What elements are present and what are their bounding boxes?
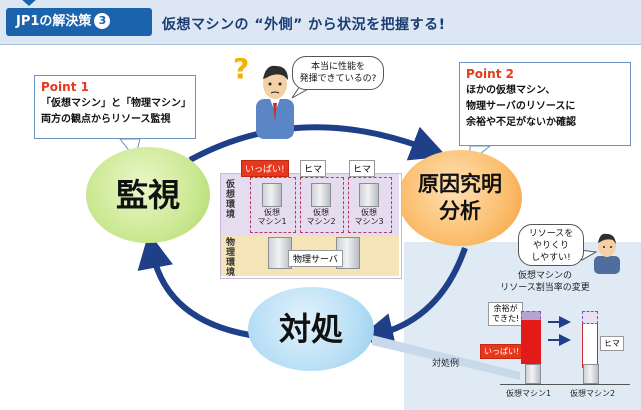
vm2-status-tag: ヒマ [300,160,327,177]
page-title: 仮想マシンの “外側” から状況を把握する! [162,17,446,33]
vm2-caption: 仮想 マシン2 [300,208,342,226]
hima-tag: ヒマ [600,336,624,351]
cause-line1: 原因究明 [418,172,502,196]
vm1-server-icon [262,183,282,207]
resize-title: 仮想マシンの リソース割当率の変更 [480,270,610,294]
physical-label-char: 理 [226,248,236,258]
point2-title: Point 2 [466,67,514,81]
vm2-caption-line1: 仮想 [313,208,329,217]
virtual-label-char: 仮 [226,180,236,190]
vm3-caption-line2: マシン3 [354,217,384,226]
point2-line3: 余裕や不足がないか確認 [466,117,576,128]
vm1-box [250,177,296,233]
yoyu-tag: 余裕が できた! [488,302,524,326]
bubble-right-line2: やりくり [532,241,569,251]
virtual-label-char: 境 [226,210,236,220]
vm1-caption: 仮想 マシン1 [250,208,294,226]
vm1-status-tag: いっぱい! [241,160,289,177]
person-icon [256,65,294,139]
header-notch [20,0,38,6]
bubble-right-line3: しやすい! [531,253,571,263]
badge-text: JP1の解決策 [16,14,92,29]
point1-line2: 両方の観点からリソース監視 [41,114,171,125]
cause-analysis-circle: 原因究明 分析 [398,150,522,246]
action-circle: 対処 [248,287,374,371]
point1-line1: 「仮想マシン」と「物理マシン」 [41,98,191,109]
point2-box: Point 2 ほかの仮想マシン、 物理サーバのリソースに 余裕や不足がないか確… [459,62,631,146]
bubble-right-line1: リソースを [528,229,574,239]
physical-label-char: 環 [226,258,236,268]
badge-number: 3 [94,13,111,29]
vm1-caption-line2: マシン1 [257,217,287,226]
physical-env-label: 物 理 環 境 [226,238,235,278]
vm1-small-server-icon [525,364,541,384]
virtual-env-label: 仮 想 環 境 [226,180,235,220]
cause-line2: 分析 [439,199,481,223]
resize-baseline [500,384,630,385]
vm2-caption-line2: マシン2 [306,217,336,226]
vm2-server-icon [311,183,331,207]
vm2-name: 仮想マシン2 [570,389,616,398]
virtual-label-char: 想 [226,190,236,200]
speech-bubble-right: リソースを やりくり しやすい! [518,224,584,266]
action-callout-pointer [372,335,520,380]
bubble-top-line1: 本当に性能を [310,62,365,72]
yoyu-line2: できた! [492,314,520,323]
person-icon-small [594,233,620,274]
vm3-caption-line1: 仮想 [361,208,377,217]
vm3-status-tag: ヒマ [349,160,376,177]
question-mark-icon: ? [233,52,250,85]
vm1-caption-line1: 仮想 [264,208,280,217]
physical-label-char: 境 [226,268,236,278]
point1-box: Point 1 「仮想マシン」と「物理マシン」 両方の観点からリソース監視 [34,75,196,139]
vm3-caption: 仮想 マシン3 [348,208,390,226]
point2-line1: ほかの仮想マシン、 [466,85,556,96]
vm3-box [348,177,392,233]
physical-label-char: 物 [226,238,236,248]
physical-server-label: 物理サーバ [288,250,343,267]
vm2-box [300,177,344,233]
vm3-server-icon [359,183,379,207]
yoyu-line1: 余裕が [493,304,518,313]
point1-title: Point 1 [41,80,89,94]
resize-title-line1: 仮想マシンの [517,271,572,281]
speech-bubble-top: 本当に性能を 発揮できているの? [292,56,384,90]
arrow-monitor-to-cause [188,124,447,163]
arrow-action-to-monitor [137,232,251,338]
monitor-circle: 監視 [86,147,210,243]
action-example-label: 対処例 [432,359,460,369]
ippai-tag: いっぱい! [480,344,524,359]
bubble-top-line2: 発揮できているの? [299,74,377,84]
vm2-small-server-icon [583,364,599,384]
point2-line2: 物理サーバのリソースに [466,101,576,112]
vm1-allocation-bar [521,320,541,364]
vm1-name: 仮想マシン1 [506,389,552,398]
virtual-label-char: 環 [226,200,236,210]
resize-title-line2: リソース割当率の変更 [500,283,590,293]
vm2-allocation-released [582,311,598,324]
arrow-cause-to-action [357,247,468,349]
